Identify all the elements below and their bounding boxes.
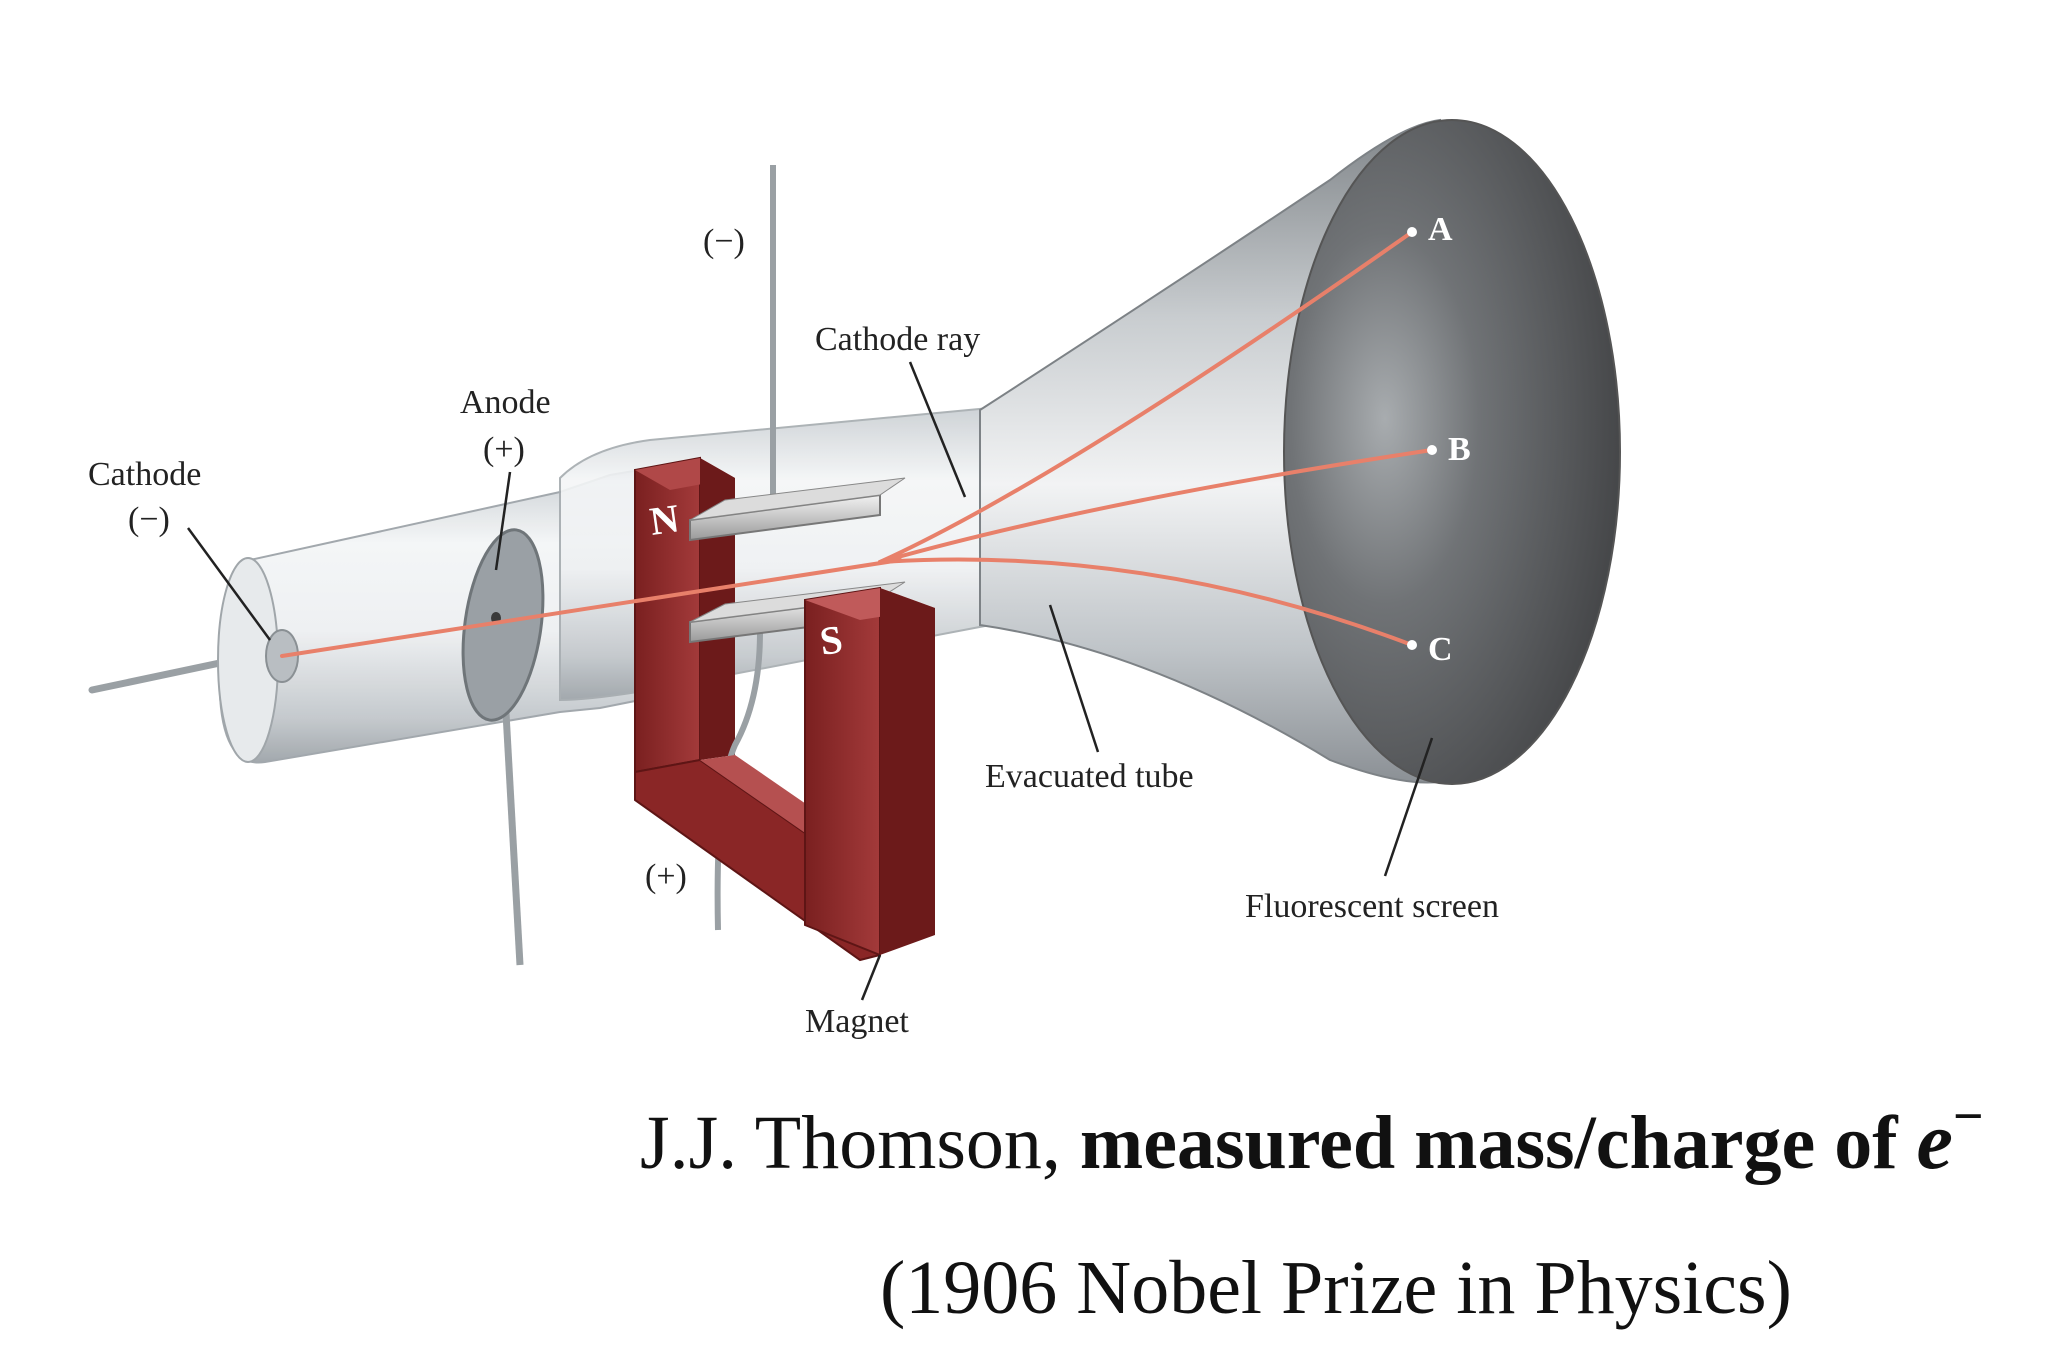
leader-cathode-ray xyxy=(908,361,967,498)
spot-b xyxy=(1427,445,1437,455)
leader-magnet xyxy=(860,954,882,1001)
beam-to-b xyxy=(878,448,1434,564)
leader-fluorescent-screen xyxy=(1383,737,1434,877)
label-bottom-plate-sign: (+) xyxy=(645,858,687,895)
label-top-plate-sign: (−) xyxy=(703,223,745,260)
leader-anode xyxy=(494,471,512,571)
point-c-label: C xyxy=(1428,631,1453,668)
magnet-pole-n: N xyxy=(647,495,682,544)
anode-disc xyxy=(461,528,545,722)
spot-c xyxy=(1407,640,1417,650)
point-b-label: B xyxy=(1448,431,1471,468)
magnet-s-face xyxy=(880,588,935,955)
label-magnet: Magnet xyxy=(805,1003,909,1040)
bottom-plate-wire xyxy=(714,631,763,931)
label-anode-sign: (+) xyxy=(483,431,525,468)
electron-symbol: e xyxy=(1916,1095,1953,1186)
cathode-rays xyxy=(280,230,1434,658)
caption-prefix: J.J. Thomson, xyxy=(640,1101,1080,1185)
anode-wire xyxy=(501,694,524,966)
beam-to-a xyxy=(878,230,1414,564)
beam-main xyxy=(280,558,902,658)
electron-charge-sign: − xyxy=(1952,1086,1984,1146)
label-anode: Anode xyxy=(460,384,551,421)
label-cathode-ray: Cathode ray xyxy=(815,321,980,358)
leader-evacuated-tube xyxy=(1048,604,1100,753)
caption-title: J.J. Thomson, measured mass/charge of e− xyxy=(640,1085,1984,1188)
caption-subtitle: (1906 Nobel Prize in Physics) xyxy=(880,1246,1792,1330)
label-fluorescent-screen: Fluorescent screen xyxy=(1245,888,1499,925)
top-plate-edge xyxy=(689,477,906,521)
label-cathode-sign: (−) xyxy=(128,501,170,538)
label-evacuated-tube: Evacuated tube xyxy=(985,758,1194,795)
caption-bold-text: measured mass/charge of xyxy=(1079,1101,1917,1185)
point-a-label: A xyxy=(1428,211,1453,248)
spot-a xyxy=(1407,227,1417,237)
beam-to-c xyxy=(878,557,1414,647)
leader-cathode xyxy=(186,527,272,641)
label-cathode: Cathode xyxy=(88,456,201,493)
fluorescent-screen xyxy=(1283,119,1621,785)
